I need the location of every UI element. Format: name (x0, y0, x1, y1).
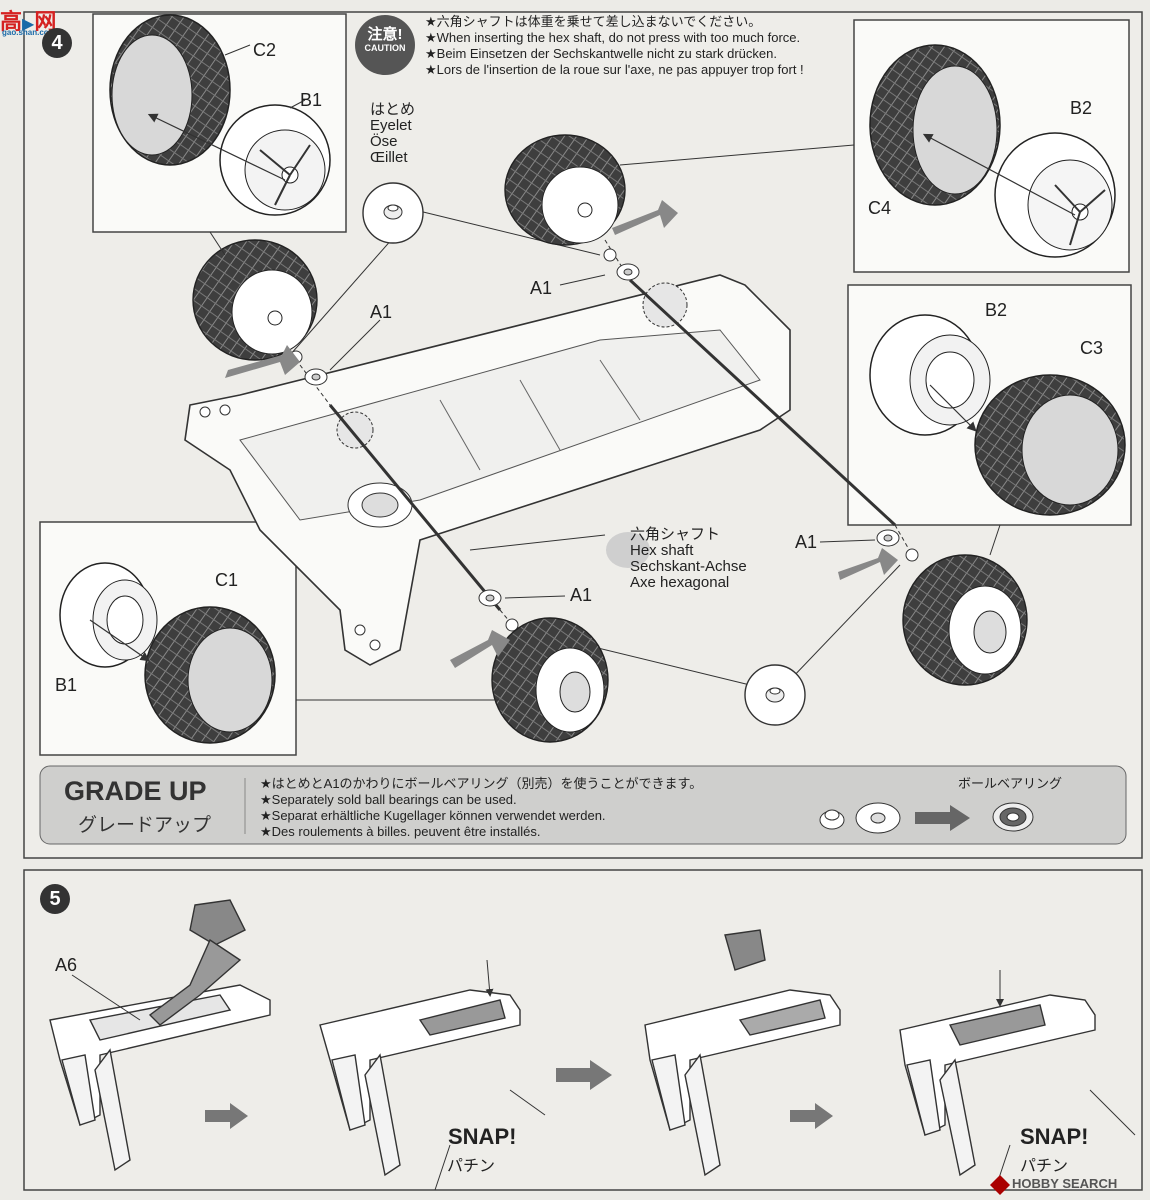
gradeup-line-de: ★Separat erhältliche Kugellager können v… (260, 808, 606, 823)
push-arrow-3 (450, 630, 510, 668)
step5-part-2 (319, 989, 521, 1177)
push-arrow-4 (838, 548, 898, 580)
label-a1-rear-left: A1 (530, 278, 553, 298)
step5-arrow-2 (790, 1103, 833, 1129)
hexshaft-label-de: Sechskant-Achse (630, 558, 747, 575)
watermark-hobbysearch: HOBBY SEARCH (1012, 1176, 1118, 1191)
eyelet-label-en: Eyelet (370, 117, 412, 134)
label-a6: A6 (55, 955, 78, 975)
washer-a1-1 (304, 368, 328, 386)
gradeup-line-en: ★Separately sold ball bearings can be us… (260, 792, 517, 807)
gradeup-title: GRADE UP (64, 776, 207, 806)
washer-a1-2 (616, 263, 640, 281)
tire-c3 (974, 374, 1126, 516)
logo-mark (990, 1175, 1010, 1195)
hexshaft-label-en: Hex shaft (630, 542, 694, 559)
wheel-b2-mid (869, 314, 991, 436)
eyelet-label-fr: Œillet (370, 149, 408, 166)
hex-shaft-front (328, 404, 502, 611)
washer-a1-4 (876, 529, 900, 547)
gradeup-washer (855, 802, 901, 834)
label-b1-top: B1 (300, 90, 323, 110)
gradeup-arrow (915, 805, 970, 831)
wheel-assembled-front-right (491, 617, 609, 743)
warning-line-jp: ★六角シャフトは体重を乗せて差し込まないでください。 (425, 14, 762, 29)
label-c4: C4 (868, 198, 892, 218)
label-a1-front-right: A1 (570, 585, 593, 605)
step5-part-4 (899, 994, 1096, 1177)
gradeup-box (39, 765, 1127, 845)
label-a1-rear-right: A1 (795, 532, 818, 552)
tire-c4 (869, 44, 1001, 206)
eyelet-label-jp: はとめ (370, 101, 416, 118)
gradeup-line-fr: ★Des roulements à billes. peuvent être i… (260, 824, 541, 839)
label-b2-top: B2 (1070, 98, 1093, 118)
step-number-4: 4 (42, 28, 72, 58)
label-a1-front-left: A1 (370, 302, 393, 322)
eyelet-bottom (744, 664, 806, 726)
step5-part-1 (49, 899, 271, 1172)
step-number-5: 5 (40, 884, 70, 914)
wheel-assembled-rear-right (902, 554, 1028, 686)
label-c1: C1 (215, 570, 239, 590)
push-arrow-1 (225, 345, 300, 378)
gradeup-line-jp: ★はとめとA1のかわりにボールベアリング（別売）を使うことができます。 (260, 776, 703, 791)
eyelet-label-de: Öse (370, 133, 398, 150)
wheel-b2-top (994, 132, 1116, 258)
warning-line-en: ★When inserting the hex shaft, do not pr… (425, 30, 801, 45)
label-b2-mid: B2 (985, 300, 1008, 320)
label-c3: C3 (1080, 338, 1104, 358)
label-c2: C2 (253, 40, 277, 60)
watermark-domain: gao.shan.com (2, 28, 56, 37)
step5-part-3 (644, 929, 841, 1177)
wheel-assembled-front-left (192, 239, 318, 361)
hexshaft-label-jp: 六角シャフト (630, 526, 721, 543)
snap-label-1: SNAP! (448, 1124, 517, 1149)
step5-arrow-double (556, 1060, 612, 1090)
wheel-assembled-rear-left (504, 134, 626, 246)
push-arrow-2 (612, 200, 678, 235)
snap-label-2: SNAP! (1020, 1124, 1089, 1149)
hex-shaft-rear (628, 278, 897, 527)
ball-bearing-label: ボールベアリング (958, 776, 1063, 791)
watermark-logo: 高▶网 (0, 9, 57, 34)
step5-arrow-1 (205, 1103, 248, 1129)
snap-label-1-jp: パチン (447, 1158, 496, 1175)
hexshaft-label-fr: Axe hexagonal (630, 574, 730, 591)
gradeup-eyelet (819, 809, 845, 830)
gradeup-subtitle: グレードアップ (78, 815, 212, 836)
washer-a1-3 (478, 589, 502, 607)
eyelet-top (362, 182, 424, 244)
warning-line-de: ★Beim Einsetzen der Sechskantwelle nicht… (425, 46, 777, 61)
ball-bearing (992, 802, 1034, 832)
tire-c1 (144, 606, 276, 744)
wheel-b1-bot (59, 562, 158, 668)
label-b1-bot: B1 (55, 675, 78, 695)
tire-c2 (109, 14, 231, 166)
wheel-b1-top (219, 104, 331, 216)
snap-label-2-jp: パチン (1020, 1158, 1069, 1175)
caution-badge: 注意! CAUTION (355, 15, 415, 75)
chassis (184, 274, 791, 666)
warning-line-fr: ★Lors de l'insertion de la roue sur l'ax… (425, 62, 804, 77)
